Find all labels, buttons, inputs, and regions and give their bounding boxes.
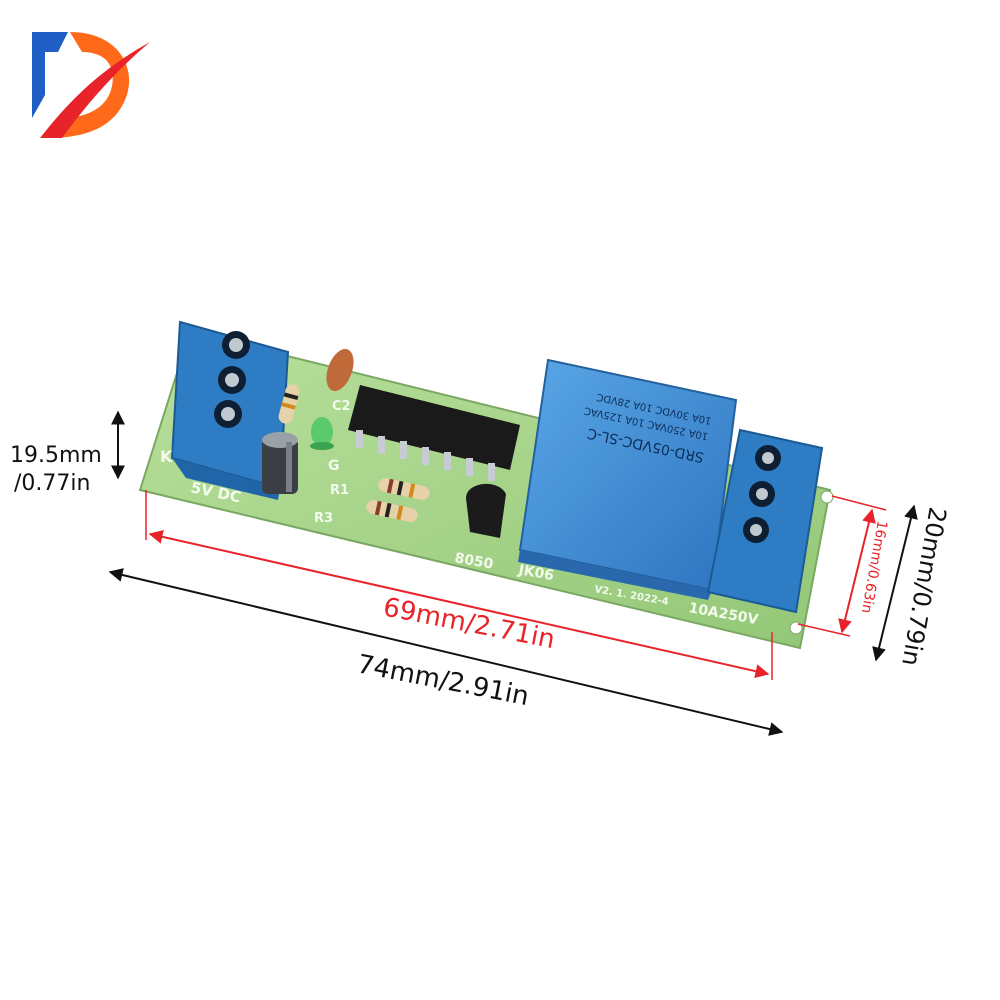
logo-swoosh [40,42,150,138]
resistor-small [278,384,300,424]
brand-logo [32,32,150,138]
relay [518,358,738,600]
transistor-8050 [466,483,506,538]
silk-g: G [328,458,340,474]
logo-d-bowl [48,32,130,138]
relay-module-board: K 5V DC C2 G R1 R3 8050 JK06 V2. 1. 2022… [138,320,834,650]
silk-r1: R1 [330,483,349,498]
dimension-height-left: 19.5mm /0.77in [10,410,125,496]
ic-chip [348,385,520,481]
dim-inner-width: 16mm/0.63in [858,519,890,614]
silk-r3: R3 [314,511,333,526]
logo-d-left-stroke [32,32,68,118]
silk-k: K [160,447,173,466]
dim-total-length: 74mm/2.91in [355,649,532,712]
ceramic-capacitor [326,348,354,392]
silk-c2: C2 [332,399,351,414]
green-led [310,417,334,450]
dim-inner-length: 69mm/2.71in [381,592,558,655]
electrolytic-capacitor [262,432,298,494]
dim-total-width: 20mm/0.79in [896,505,951,668]
input-terminal-block [170,320,290,500]
dim-height-left-line2: /0.77in [14,471,90,496]
mounting-hole [820,490,834,504]
dim-height-left-line1: 19.5mm [10,443,102,468]
resistor-r3 [366,500,418,522]
resistor-r1 [378,478,430,500]
